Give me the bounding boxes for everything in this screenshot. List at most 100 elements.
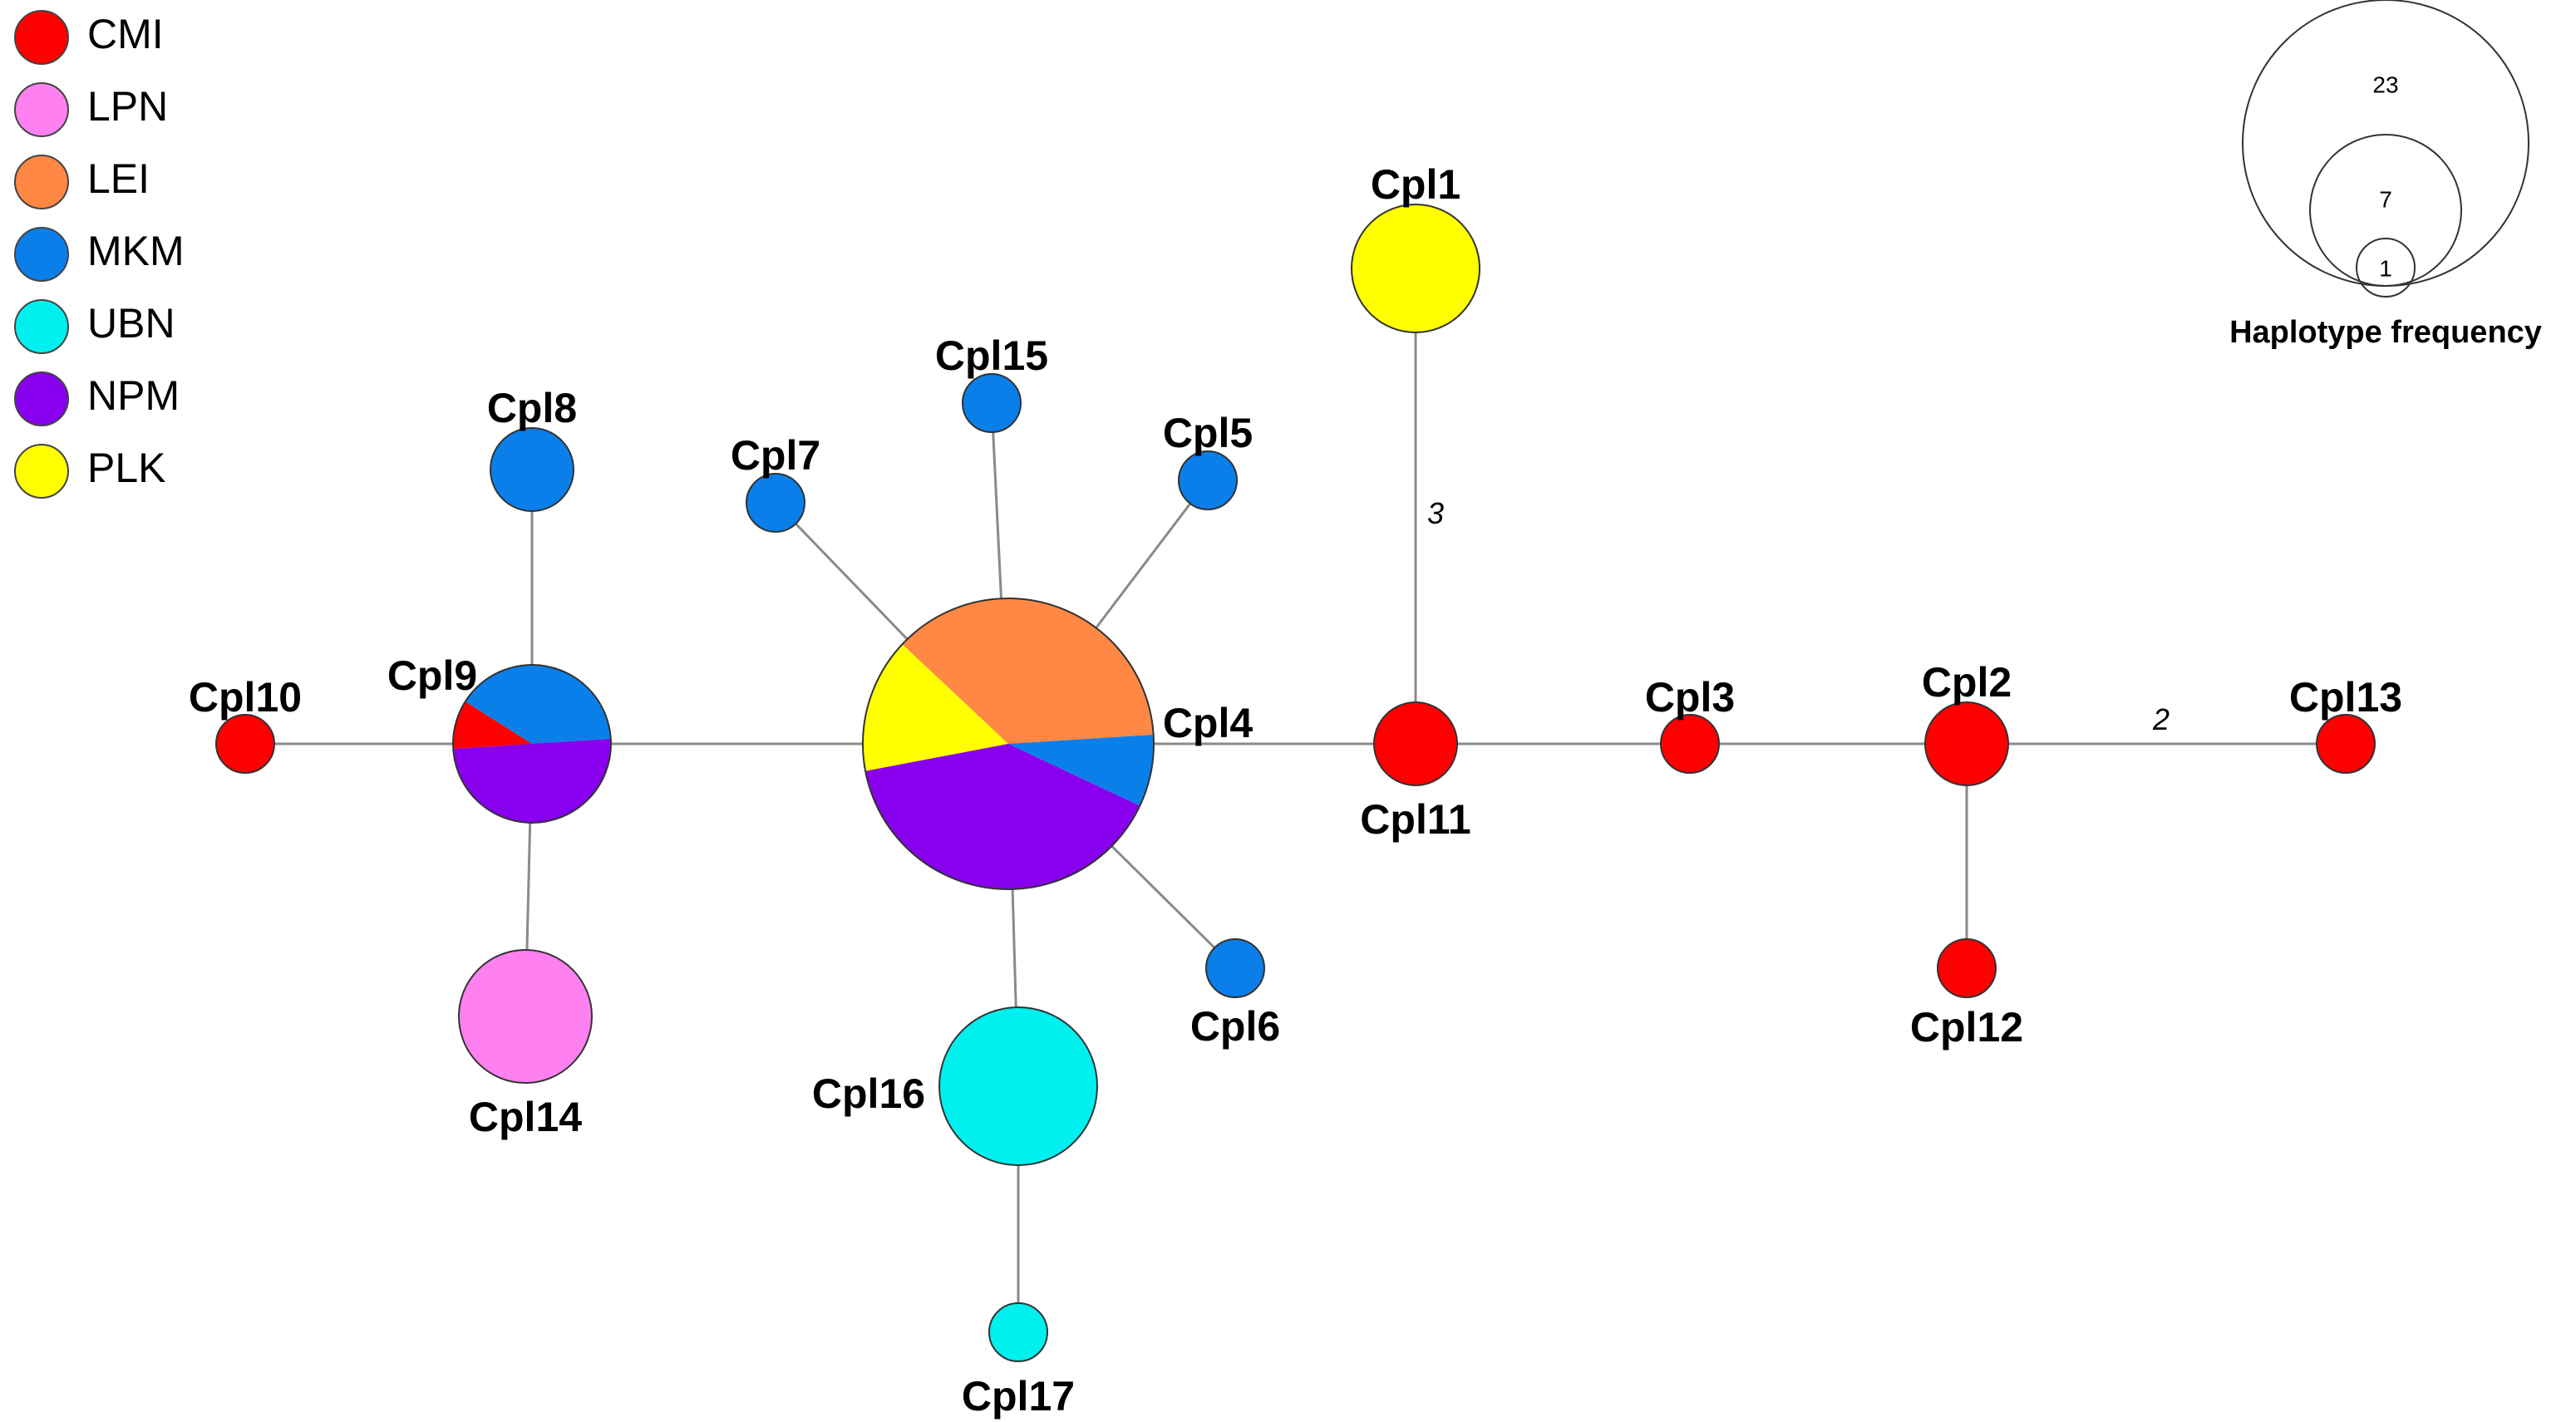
legend-item-ubn: UBN — [14, 299, 175, 354]
frequency-circle-large — [2242, 0, 2529, 287]
pie-slice-mkm — [1179, 451, 1237, 509]
haplotype-node-cpl8 — [490, 427, 574, 512]
pie-slice-lpn — [459, 950, 592, 1083]
haplotype-node-cpl5 — [1178, 450, 1238, 510]
haplotype-node-cpl6 — [1205, 938, 1265, 998]
haplotype-label-cpl3: Cpl3 — [1645, 674, 1735, 721]
haplotype-label-cpl12: Cpl12 — [1910, 1004, 2023, 1051]
legend-swatch — [14, 10, 69, 65]
haplotype-label-cpl13: Cpl13 — [2289, 674, 2402, 721]
haplotype-label-cpl16: Cpl16 — [812, 1070, 925, 1117]
node-outline — [490, 427, 574, 512]
frequency-circle-small — [2356, 238, 2416, 298]
pie-slice-mkm — [465, 664, 611, 744]
haplotype-node-cpl4 — [862, 598, 1155, 890]
node-outline — [1205, 938, 1265, 998]
frequency-value-medium: 7 — [2379, 186, 2392, 212]
node-outline — [2316, 714, 2376, 774]
legend-item-cmi: CMI — [14, 10, 164, 65]
haplotype-label-cpl17: Cpl17 — [962, 1373, 1075, 1420]
legend-swatch — [14, 82, 69, 137]
haplotype-node-cpl1 — [1351, 204, 1480, 333]
pie-slice-plk — [863, 644, 1008, 771]
node-outline — [458, 949, 593, 1084]
node-outline — [1351, 204, 1480, 333]
node-outline — [215, 714, 275, 774]
pie-slice-mkm — [963, 374, 1021, 432]
pie-slice-cmi — [2317, 715, 2375, 773]
haplotype-label-cpl7: Cpl7 — [731, 432, 820, 479]
frequency-legend-title: Haplotype frequency — [2229, 315, 2542, 350]
pie-slice-ubn — [989, 1303, 1047, 1361]
pie-slice-cmi — [1938, 939, 1996, 997]
haplotype-label-cpl11: Cpl11 — [1360, 796, 1470, 843]
legend-label: MKM — [87, 228, 185, 274]
haplotype-node-cpl16 — [938, 1006, 1098, 1166]
haplotype-node-cpl7 — [746, 473, 805, 533]
haplotype-nodes — [215, 204, 2376, 1362]
pie-slice-mkm — [1008, 735, 1154, 806]
frequency-legend: 23 7 1 Haplotype frequency — [2229, 0, 2542, 350]
pie-slice-cmi — [1925, 702, 2008, 785]
edge-labels: 32 — [1427, 496, 2170, 736]
haplotype-label-cpl4: Cpl4 — [1163, 700, 1254, 746]
node-outline — [962, 373, 1022, 433]
legend-label: CMI — [87, 11, 164, 57]
haplotype-node-cpl2 — [1924, 701, 2009, 786]
node-outline — [1937, 938, 1997, 998]
haplotype-label-cpl10: Cpl10 — [189, 674, 302, 721]
frequency-value-small: 1 — [2379, 255, 2392, 281]
edge-mutation-label: 3 — [1427, 496, 1444, 530]
node-outline — [746, 473, 805, 533]
node-outline — [1178, 450, 1238, 510]
legend-swatch — [14, 155, 69, 209]
haplotype-labels: Cpl1Cpl2Cpl3Cpl4Cpl5Cpl6Cpl7Cpl8Cpl9Cpl1… — [189, 161, 2402, 1420]
pie-slice-mkm — [490, 428, 574, 511]
legend-label: PLK — [87, 445, 166, 491]
legend-item-lei: LEI — [14, 155, 150, 209]
pie-slice-cmi — [453, 701, 532, 749]
frequency-value-large: 23 — [2372, 71, 2398, 97]
haplotype-label-cpl1: Cpl1 — [1371, 161, 1460, 208]
pie-slice-npm — [865, 744, 1140, 889]
node-outline — [1924, 701, 2009, 786]
node-outline — [1660, 714, 1720, 774]
haplotype-node-cpl17 — [988, 1302, 1048, 1362]
node-outline — [988, 1302, 1048, 1362]
pie-slice-plk — [1352, 204, 1480, 332]
node-outline — [862, 598, 1155, 890]
edge-mutation-label: 2 — [2152, 702, 2170, 736]
haplotype-node-cpl14 — [458, 949, 593, 1084]
legend-label: LEI — [87, 155, 150, 202]
legend-swatch — [14, 371, 69, 426]
haplotype-node-cpl12 — [1937, 938, 1997, 998]
pie-slice-mkm — [1206, 939, 1264, 997]
haplotype-node-cpl3 — [1660, 714, 1720, 774]
haplotype-node-cpl10 — [215, 714, 275, 774]
pie-slice-lei — [902, 598, 1154, 744]
pie-slice-mkm — [746, 474, 805, 532]
legend-item-lpn: LPN — [14, 82, 168, 137]
pie-slice-cmi — [216, 715, 274, 773]
legend-label: UBN — [87, 300, 175, 347]
legend-label: NPM — [87, 372, 180, 419]
node-outline — [1373, 701, 1458, 786]
node-outline — [452, 664, 612, 824]
legend-item-mkm: MKM — [14, 227, 185, 282]
haplotype-label-cpl6: Cpl6 — [1190, 1003, 1280, 1050]
legend-label: LPN — [87, 83, 168, 130]
legend-swatch — [14, 227, 69, 282]
haplotype-label-cpl15: Cpl15 — [935, 332, 1048, 379]
legend-swatch — [14, 444, 69, 499]
pie-slice-npm — [453, 739, 611, 824]
legend-item-plk: PLK — [14, 444, 166, 499]
haplotype-label-cpl9: Cpl9 — [387, 652, 477, 699]
haplotype-label-cpl8: Cpl8 — [487, 385, 577, 431]
pie-slice-cmi — [1661, 715, 1719, 773]
haplotype-label-cpl2: Cpl2 — [1922, 659, 2012, 706]
haplotype-label-cpl14: Cpl14 — [469, 1094, 582, 1140]
haplotype-label-cpl5: Cpl5 — [1163, 410, 1253, 456]
haplotype-node-cpl9 — [452, 664, 612, 824]
haplotype-node-cpl13 — [2316, 714, 2376, 774]
